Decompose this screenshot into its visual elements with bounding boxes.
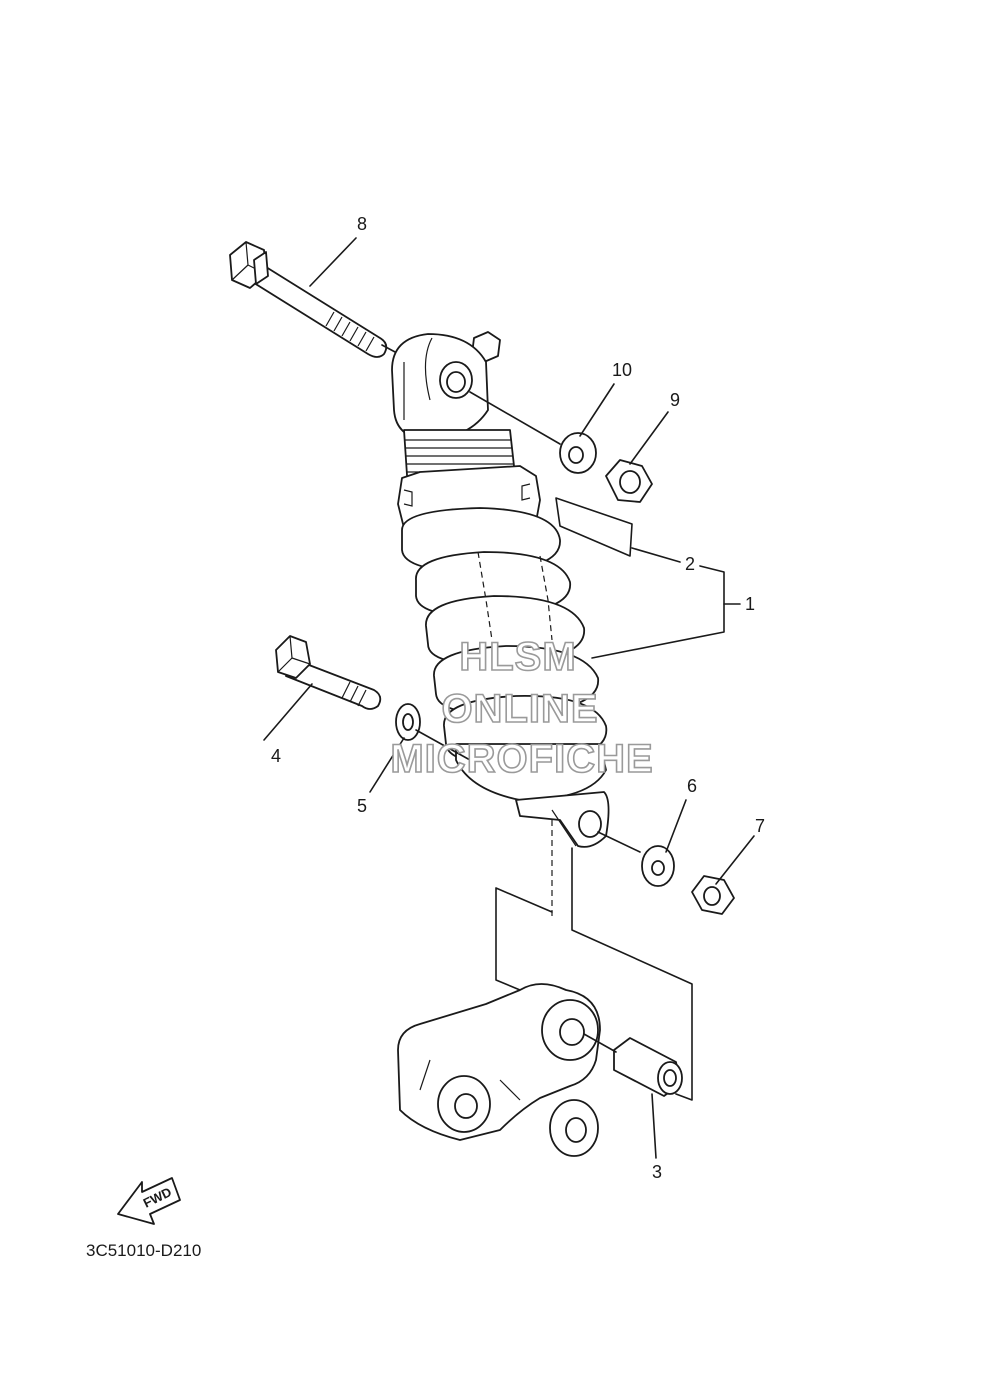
callout-7[interactable]: 7 — [755, 816, 765, 836]
callout-10[interactable]: 10 — [612, 360, 632, 380]
collar-part-3[interactable] — [613, 1037, 683, 1097]
watermark-line-3: MICROFICHE — [390, 737, 653, 781]
callout-5[interactable]: 5 — [357, 796, 367, 816]
rear-shock-absorber-part-1[interactable] — [391, 331, 610, 848]
bolt-long-part-8[interactable] — [229, 241, 388, 358]
watermark: HLSM ONLINE MICROFICHE — [390, 634, 654, 782]
watermark-line-2: ONLINE — [441, 687, 598, 731]
callout-8[interactable]: 8 — [357, 214, 367, 234]
callout-4[interactable]: 4 — [271, 746, 281, 766]
washer-part-5[interactable] — [395, 703, 421, 741]
washer-part-10[interactable] — [559, 432, 597, 474]
washer-part-6[interactable] — [641, 845, 675, 887]
nut-part-7[interactable] — [691, 875, 735, 915]
bolt-short-part-4[interactable] — [275, 635, 382, 710]
nut-part-9[interactable] — [605, 459, 653, 503]
fwd-arrow-icon: FWD — [117, 1177, 181, 1225]
callout-9[interactable]: 9 — [670, 390, 680, 410]
callout-2[interactable]: 2 — [685, 554, 695, 574]
callout-3[interactable]: 3 — [652, 1162, 662, 1182]
callout-1[interactable]: 1 — [745, 594, 755, 614]
callout-6[interactable]: 6 — [687, 776, 697, 796]
watermark-line-1: HLSM — [459, 635, 576, 679]
diagram-code: 3C51010-D210 — [86, 1241, 201, 1260]
relay-arm-linkage — [397, 983, 601, 1157]
